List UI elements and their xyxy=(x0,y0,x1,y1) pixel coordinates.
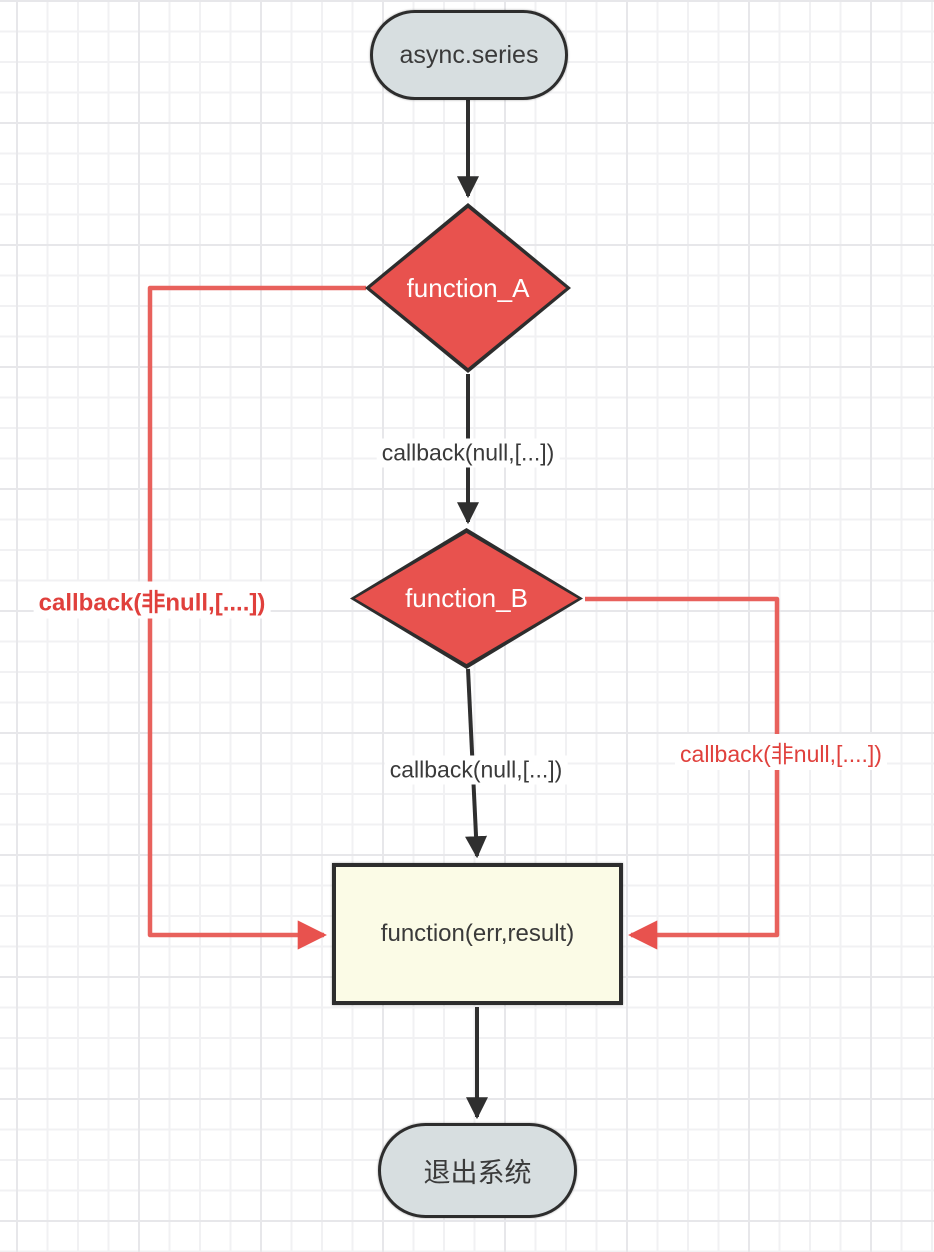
node-exit-label: 退出系统 xyxy=(423,1158,532,1188)
node-handler-label: function(err,result) xyxy=(380,920,575,947)
edge-label-a-to-b: callback(null,[...]) xyxy=(376,438,560,468)
edge-label-b-error: callback(非null,[....]) xyxy=(675,734,887,770)
node-exit: 退出系统 xyxy=(378,1123,577,1218)
node-handler: function(err,result) xyxy=(332,863,623,1005)
node-start-label: async.series xyxy=(399,40,539,69)
node-function-a-label: function_A xyxy=(406,272,530,303)
node-function-b-label: function_B xyxy=(405,583,528,613)
edge-label-a-error: callback(非null,[....]) xyxy=(33,581,271,619)
node-start: async.series xyxy=(370,10,568,100)
edge-label-b-to-handler: callback(null,[...]) xyxy=(384,755,568,785)
